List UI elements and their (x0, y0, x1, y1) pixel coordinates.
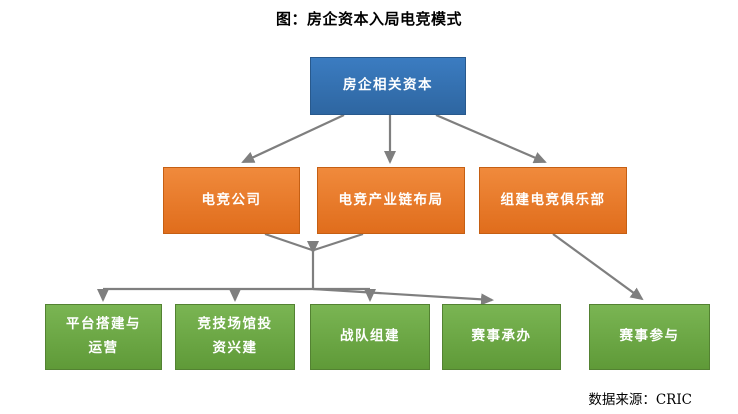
arrow-root-to-company (241, 114, 345, 163)
line-chain-converge (313, 232, 364, 252)
node-industry-chain: 电竞产业链布局 (317, 167, 465, 234)
data-source: 数据来源：CRIC (588, 392, 692, 408)
figure-title: 图：房企资本入局电竞模式 (275, 10, 462, 28)
node-label: 电竞产业链布局 (338, 191, 444, 208)
node-platform-operation: 平台搭建与运营 (45, 304, 162, 370)
node-label: 组建电竞俱乐部 (500, 191, 606, 208)
node-venue-investment: 竞技场馆投资兴建 (175, 304, 295, 370)
node-esports-club: 组建电竞俱乐部 (479, 167, 627, 234)
node-event-hosting: 赛事承办 (442, 304, 561, 370)
node-label: 赛事承办 (471, 328, 532, 345)
node-label: 平台搭建与运营 (66, 316, 141, 356)
node-real-estate-capital: 房企相关资本 (310, 57, 466, 115)
node-label: 赛事参与 (619, 328, 680, 345)
node-esports-company: 电竞公司 (163, 167, 300, 234)
line-company-converge (264, 232, 313, 252)
node-label: 房企相关资本 (343, 77, 433, 94)
arrow-to-hosting (312, 287, 494, 306)
node-team-building: 战队组建 (310, 304, 430, 370)
node-event-joining: 赛事参与 (589, 304, 710, 370)
arrow-club-to-joining (552, 233, 644, 301)
arrow-root-to-club (435, 113, 547, 164)
node-label: 电竞公司 (201, 191, 262, 208)
node-label: 战队组建 (340, 328, 400, 345)
node-label: 竞技场馆投资兴建 (197, 316, 273, 356)
